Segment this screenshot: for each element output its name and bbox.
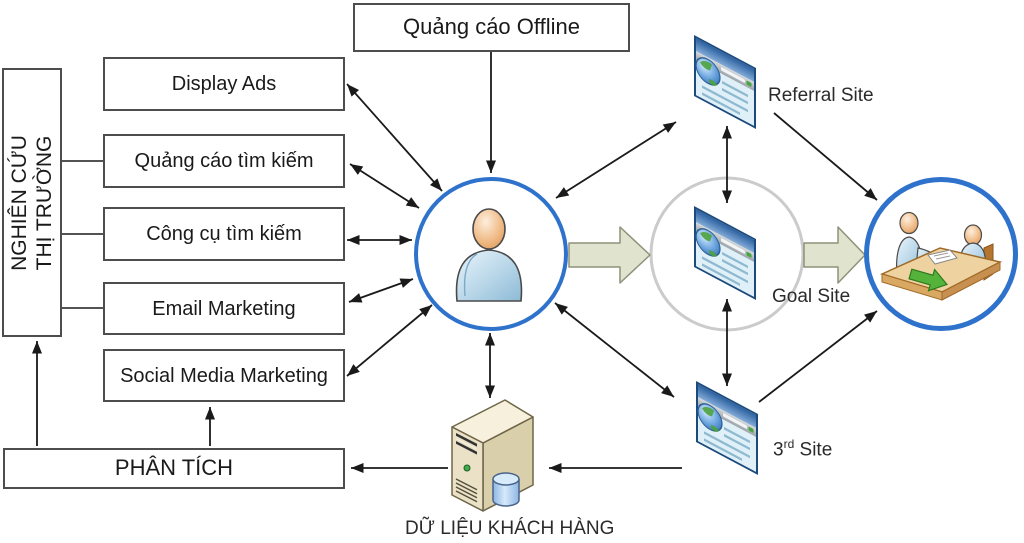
browser-window-icon — [696, 381, 758, 475]
customer-data-label: DỮ LIỆU KHÁCH HÀNG — [405, 518, 615, 539]
search-ads-box: Quảng cáo tìm kiếm — [103, 134, 345, 188]
offline-ads-box: Quảng cáo Offline — [353, 3, 630, 52]
arrow-displayads-visitor — [346, 83, 443, 192]
block-arrow-visitor-to-goal — [568, 226, 651, 284]
customer-database-icon — [448, 399, 536, 514]
power-led — [463, 464, 471, 472]
market-research-box: NGHIÊN CỨU THỊ TRƯỜNG — [2, 68, 62, 337]
arrow-visitor-thirdsite — [554, 302, 675, 398]
search-tools-box: Công cụ tìm kiếm — [103, 207, 345, 261]
third-site-label: 3rd Site — [773, 437, 833, 461]
browser-window-icon — [694, 206, 756, 300]
arrow-thirdsite-buyer — [758, 310, 878, 403]
visitor-person-icon — [455, 208, 523, 302]
referral-site-label: Referral Site — [768, 85, 874, 106]
customer-meeting-icon — [879, 211, 1003, 301]
arrow-searchads-visitor — [349, 163, 420, 209]
visitor-circle — [414, 177, 568, 331]
arrow-referral-buyer — [773, 112, 878, 201]
email-marketing-box: Email Marketing — [103, 282, 345, 335]
block-arrow-goal-to-buyer — [803, 226, 866, 284]
referral-site-icon — [694, 35, 756, 129]
arrow-email-visitor — [348, 278, 414, 303]
analysis-box: PHÂN TÍCH — [3, 448, 345, 489]
third-site-icon — [696, 381, 758, 475]
arrow-social-visitor — [346, 304, 433, 377]
browser-window-icon — [694, 35, 756, 129]
goal-site-icon — [694, 206, 756, 300]
green-arrow-icon — [908, 267, 948, 292]
database-cylinder-icon — [492, 479, 520, 507]
display-ads-box: Display Ads — [103, 57, 345, 111]
market-research-label: NGHIÊN CỨU THỊ TRƯỜNG — [8, 134, 56, 271]
goal-site-label: Goal Site — [772, 286, 851, 307]
buyer-circle — [864, 177, 1018, 331]
social-media-marketing-box: Social Media Marketing — [103, 349, 345, 402]
arrow-visitor-referral — [555, 121, 677, 199]
